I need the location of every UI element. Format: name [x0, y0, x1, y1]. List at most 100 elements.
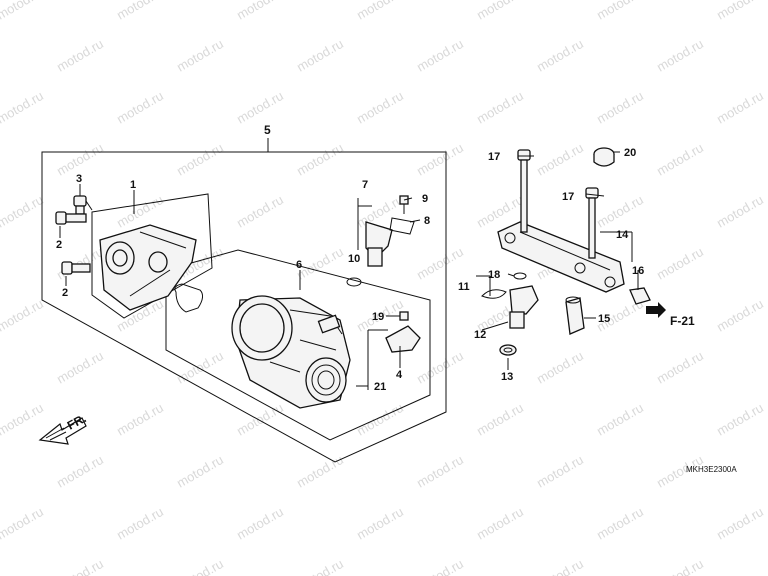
watermark-text: motod.ru: [354, 504, 406, 543]
watermark-text: motod.ru: [0, 88, 46, 127]
watermark-text: motod.ru: [594, 192, 646, 231]
watermark-text: motod.ru: [54, 36, 106, 75]
diagram-code: MKH3E2300A: [686, 465, 737, 474]
watermark-text: motod.ru: [714, 400, 766, 439]
part-16-clip: [629, 287, 651, 305]
part-4-bracket: [385, 311, 421, 353]
watermark-text: motod.ru: [594, 504, 646, 543]
watermark-text: motod.ru: [114, 0, 166, 23]
part-15-sleeve: [565, 296, 585, 335]
watermark-text: motod.ru: [654, 556, 706, 576]
watermark-text: motod.ru: [534, 348, 586, 387]
watermark-text: motod.ru: [714, 88, 766, 127]
part-12-injector: [481, 272, 539, 329]
watermark-text: motod.ru: [54, 348, 106, 387]
part-6-throttle-body: [231, 295, 351, 409]
watermark-text: motod.ru: [414, 348, 466, 387]
watermark-text: motod.ru: [474, 400, 526, 439]
part-17-bolt-right: [585, 187, 599, 259]
watermark-text: motod.ru: [354, 88, 406, 127]
part-13-seal: [499, 344, 517, 356]
watermark-text: motod.ru: [354, 0, 406, 23]
callout-4: 4: [396, 369, 403, 381]
callout-13: 13: [501, 371, 513, 383]
watermark-text: motod.ru: [654, 348, 706, 387]
watermark-text: motod.ru: [294, 452, 346, 491]
part-1-housing: [99, 224, 197, 311]
watermark-text: motod.ru: [414, 452, 466, 491]
callout-2-upper: 2: [56, 239, 62, 251]
watermark-text: motod.ru: [654, 140, 706, 179]
callout-2-lower: 2: [62, 287, 68, 299]
watermark-text: motod.ru: [114, 504, 166, 543]
watermark-text: motod.ru: [654, 36, 706, 75]
watermark-text: motod.ru: [234, 0, 286, 23]
watermark-text: motod.ru: [354, 192, 406, 231]
watermark-text: motod.ru: [474, 0, 526, 23]
callout-5: 5: [264, 123, 271, 137]
watermark-text: motod.ru: [174, 556, 226, 576]
throttle-body-assembly-frame: [41, 138, 447, 463]
callout-15: 15: [598, 313, 610, 325]
part-14-fuel-rail: [497, 221, 625, 293]
watermark-text: motod.ru: [0, 400, 46, 439]
watermark-text: motod.ru: [414, 140, 466, 179]
watermark-text: motod.ru: [174, 140, 226, 179]
callout-11: 11: [458, 281, 470, 293]
callout-6: 6: [296, 259, 302, 271]
watermark-text: motod.ru: [114, 192, 166, 231]
part-2-bolt-upper: [55, 211, 87, 225]
watermark-text: motod.ru: [414, 244, 466, 283]
watermark-text: motod.ru: [594, 88, 646, 127]
callout-3: 3: [76, 173, 82, 185]
watermark-text: motod.ru: [174, 348, 226, 387]
watermark-text: motod.ru: [294, 140, 346, 179]
watermark-text: motod.ru: [234, 192, 286, 231]
part-17-bolt-left: [517, 149, 531, 233]
watermark-text: motod.ru: [714, 504, 766, 543]
watermark-text: motod.ru: [54, 556, 106, 576]
watermark-text: motod.ru: [294, 36, 346, 75]
watermark-text: motod.ru: [594, 400, 646, 439]
callout-20: 20: [624, 147, 636, 159]
watermark-text: motod.ru: [174, 36, 226, 75]
watermark-text: motod.ru: [354, 400, 406, 439]
watermark-text: motod.ru: [534, 452, 586, 491]
watermark-text: motod.ru: [234, 88, 286, 127]
watermark-text: motod.ru: [174, 452, 226, 491]
callout-8: 8: [424, 215, 430, 227]
watermark-text: motod.ru: [414, 556, 466, 576]
watermark-text: motod.ru: [54, 452, 106, 491]
callout-1: 1: [130, 179, 136, 191]
watermark-text: motod.ru: [234, 504, 286, 543]
watermark-text: motod.ru: [474, 504, 526, 543]
callout-19: 19: [372, 311, 384, 323]
callout-9: 9: [422, 193, 428, 205]
watermark-text: motod.ru: [594, 0, 646, 23]
watermark-text: motod.ru: [0, 504, 46, 543]
watermark-text: motod.ru: [114, 88, 166, 127]
part-20-cap: [593, 147, 615, 167]
watermark-text: motod.ru: [414, 36, 466, 75]
callout-17-left: 17: [488, 151, 500, 163]
watermark-text: motod.ru: [714, 0, 766, 23]
reference-arrow: [646, 302, 666, 318]
callout-7: 7: [362, 179, 368, 191]
watermark-text: motod.ru: [474, 88, 526, 127]
watermark-text: motod.ru: [114, 400, 166, 439]
watermark-text: motod.ru: [294, 556, 346, 576]
watermark-text: motod.ru: [714, 192, 766, 231]
watermark-text: motod.ru: [654, 244, 706, 283]
watermark-text: motod.ru: [534, 36, 586, 75]
watermark-text: motod.ru: [0, 192, 46, 231]
reference-label: F-21: [670, 314, 695, 328]
gasket-part: [174, 283, 204, 313]
callout-12: 12: [474, 329, 486, 341]
callout-21: 21: [374, 381, 386, 393]
part-6-frame: [165, 249, 431, 441]
callout-18: 18: [488, 269, 500, 281]
watermark-text: motod.ru: [0, 0, 46, 23]
callout-labels: 1 2 2 3 4 5 6 7 8 9 10 11 12 13 14 15 16…: [56, 123, 644, 393]
watermark-text: motod.ru: [534, 140, 586, 179]
